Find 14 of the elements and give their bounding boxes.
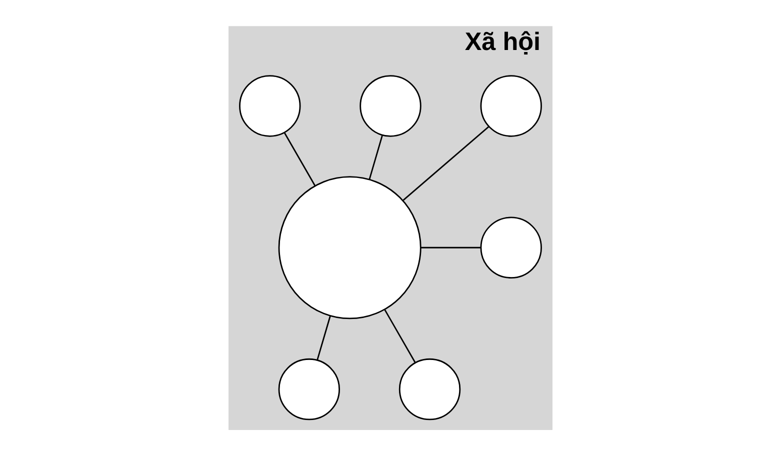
node-circle	[360, 75, 422, 137]
node-circle	[480, 75, 542, 137]
connector	[316, 316, 331, 360]
node-circle	[239, 75, 301, 137]
cluster: Xã hội	[227, 24, 554, 432]
connector	[384, 309, 416, 364]
connector	[421, 246, 481, 248]
connector	[402, 126, 490, 201]
connector	[284, 132, 316, 186]
node-circle	[278, 358, 340, 420]
node-circle	[480, 216, 542, 278]
node-circle	[398, 358, 461, 420]
connector	[368, 135, 383, 180]
node-circle	[278, 176, 422, 320]
